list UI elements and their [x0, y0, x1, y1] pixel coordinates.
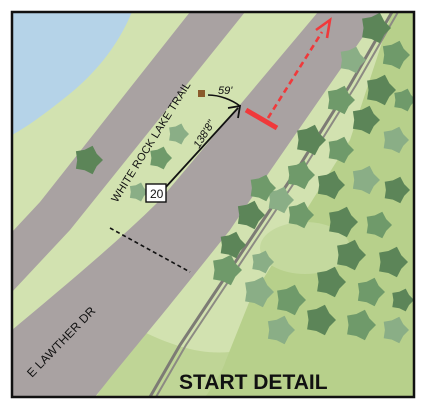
- tree: [220, 231, 246, 259]
- tree: [392, 288, 414, 312]
- tree: [337, 239, 366, 271]
- tree: [288, 201, 314, 229]
- tree: [327, 85, 355, 115]
- tree: [317, 170, 345, 200]
- tree: [357, 277, 385, 307]
- tree: [379, 246, 408, 278]
- course-direction-arrow: [266, 31, 324, 119]
- tree: [352, 165, 380, 195]
- clearing: [260, 222, 350, 274]
- tree: [366, 211, 392, 239]
- tree: [277, 284, 306, 316]
- tree: [245, 276, 274, 308]
- tree: [382, 40, 410, 70]
- tree: [328, 136, 354, 164]
- tree: [297, 124, 326, 156]
- tree: [129, 182, 148, 202]
- course-direction-arrowhead: [315, 17, 332, 39]
- brown-marker: [198, 90, 205, 97]
- tree: [75, 145, 103, 175]
- e-lawther-dr-road: [12, 12, 380, 397]
- tree: [252, 250, 274, 274]
- tree-cluster: [75, 12, 414, 345]
- tree: [367, 74, 396, 106]
- tree: [268, 186, 294, 214]
- tree: [237, 200, 265, 230]
- tree: [329, 206, 358, 238]
- tree: [213, 254, 242, 286]
- tree: [362, 12, 391, 44]
- tree: [383, 126, 409, 154]
- start-line: [244, 107, 279, 131]
- measurement-short-label: 59': [218, 85, 233, 97]
- lake: [12, 12, 132, 135]
- tree: [383, 316, 409, 344]
- fence-line: [148, 12, 394, 397]
- tree: [352, 105, 380, 135]
- measurement-line-long: [164, 107, 239, 189]
- tree: [307, 304, 336, 336]
- tree: [250, 174, 276, 202]
- tree: [287, 160, 315, 190]
- tree: [267, 315, 295, 345]
- tree: [340, 46, 366, 74]
- tree: [384, 176, 410, 204]
- tree: [150, 146, 172, 170]
- white-rock-lake-trail-road: [12, 12, 245, 292]
- map-frame: [10, 10, 416, 399]
- marker-20-label: 20: [150, 187, 164, 201]
- tree: [347, 309, 376, 341]
- tree: [169, 123, 189, 145]
- measurement-line-short: [207, 94, 241, 107]
- tree: [317, 266, 346, 298]
- tree: [394, 88, 414, 112]
- map-title: START DETAIL: [179, 371, 328, 394]
- boundary-dashed-line: [109, 227, 191, 273]
- marker-20-box: [145, 183, 167, 203]
- fence-line-inner: [155, 12, 399, 397]
